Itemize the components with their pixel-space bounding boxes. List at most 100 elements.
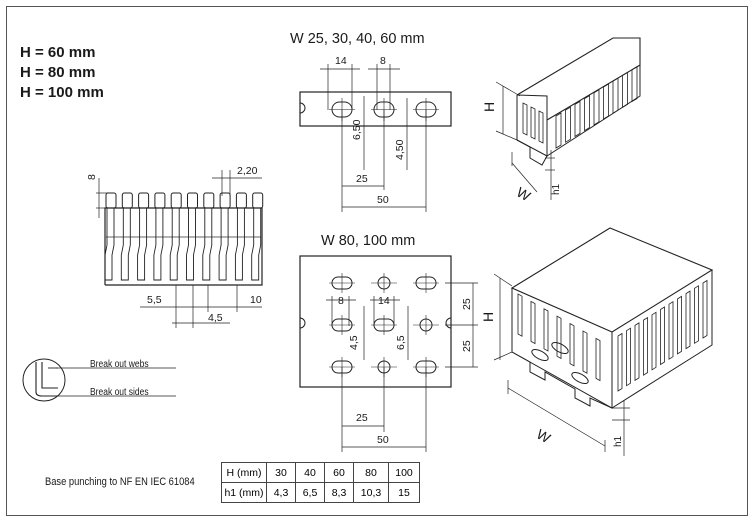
iso-slot [569,322,575,367]
table-cell: 4,3 [266,482,296,503]
dim-label: 6,50 [351,119,363,140]
comb-finger-head [154,192,166,209]
comb-finger [234,208,245,281]
iso-slot [582,330,588,374]
table-cell: 10,3 [353,482,389,503]
iso-slot [685,290,691,350]
iso-slot [595,337,601,382]
iso-slot [612,77,619,114]
iso-slot [538,110,544,144]
dim-label: 14 [378,295,390,307]
height-label-100: H = 100 mm [20,84,104,101]
dim-label: 6,5 [395,335,407,350]
comb-finger-head [252,192,264,209]
iso-slot [517,293,523,337]
table-cell: H (mm) [221,462,267,483]
iso-slot [603,83,609,120]
table-row: h1 (mm) 4,3 6,5 8,3 10,3 15 [221,482,420,503]
iso-slot [522,102,528,136]
dim-label: 8 [86,174,98,180]
top-view-small-title: W 25, 30, 40, 60 mm [290,31,425,47]
dim-label: 4,50 [394,139,406,160]
breakout-detail [22,358,176,402]
top-view-large [299,255,478,452]
break-out-sides-label: Break out sides [90,387,149,398]
comb-finger [218,208,229,281]
dim-label: 25 [356,412,368,424]
comb-finger [202,208,213,281]
side-comb-view [96,170,264,328]
comb-finger-head [219,192,231,209]
iso-slot [622,71,628,109]
iso-slot [617,332,623,392]
table-cell: 100 [388,462,420,483]
comb-finger [186,208,196,281]
dim-label: 2,20 [237,165,258,177]
dim-label: 25 [356,173,368,185]
comb-finger [137,208,148,281]
iso-h1-label: h1 [551,183,562,195]
dim-label: 10 [250,294,262,306]
dim-label: 50 [377,434,389,446]
comb-finger [251,208,262,281]
iso-slot [668,300,674,360]
height-h1-table: H (mm) 30 40 60 80 100 h1 (mm) 4,3 6,5 8… [221,462,420,503]
dim-label: 8 [380,55,386,67]
comb-finger-head [203,192,215,209]
table-cell: h1 (mm) [221,482,267,503]
iso-slot [584,94,590,132]
comb-finger [153,208,164,281]
dim-label: 14 [335,55,347,67]
iso-slot [634,322,640,382]
iso-slot [702,279,708,339]
iso-slot [530,106,536,140]
table-cell: 80 [353,462,389,483]
iso-h1-label: h1 [613,435,624,447]
iso-slot [626,327,631,387]
dim-label: 4,5 [348,335,360,350]
iso-slot [677,295,682,355]
iso-duct-small [495,37,641,200]
iso-slot [543,308,549,352]
table-cell: 8,3 [324,482,354,503]
table-cell: 40 [295,462,325,483]
height-label-60: H = 60 mm [20,44,96,61]
comb-finger-head [105,192,117,209]
iso-slot [651,311,657,371]
iso-height-label: H [480,311,496,322]
dim-label: 5,5 [147,294,162,306]
comb-finger-head [170,192,182,209]
iso-duct-large [493,227,714,456]
iso-slot [530,300,536,345]
iso-slot [643,316,648,376]
iso-slot [593,89,600,126]
comb-finger [104,208,115,281]
iso-slot [556,315,562,360]
iso-slot [555,112,562,149]
drawing-frame [6,6,748,516]
comb-finger [169,208,180,281]
comb-finger-head [138,192,150,209]
iso-slot [694,285,699,345]
dim-label: 25 [461,298,473,310]
comb-finger [120,208,131,281]
table-row: H (mm) 30 40 60 80 100 [221,462,420,483]
table-cell: 15 [388,482,420,503]
dim-label: 4,5 [208,312,223,324]
iso-slot [660,306,665,366]
iso-height-label: H [481,101,497,112]
comb-finger-head [121,192,133,209]
iso-slot [631,65,638,103]
base-punching-note: Base punching to NF EN IEC 61084 [45,476,195,488]
break-out-webs-label: Break out webs [90,359,149,370]
iso-slot [574,100,581,138]
iso-slot [565,106,571,143]
dim-label: 25 [461,340,473,352]
comb-finger-head [235,192,247,209]
table-cell: 60 [324,462,354,483]
dim-label: 8 [338,295,344,307]
comb-finger-head [187,192,198,209]
table-cell: 30 [266,462,296,483]
